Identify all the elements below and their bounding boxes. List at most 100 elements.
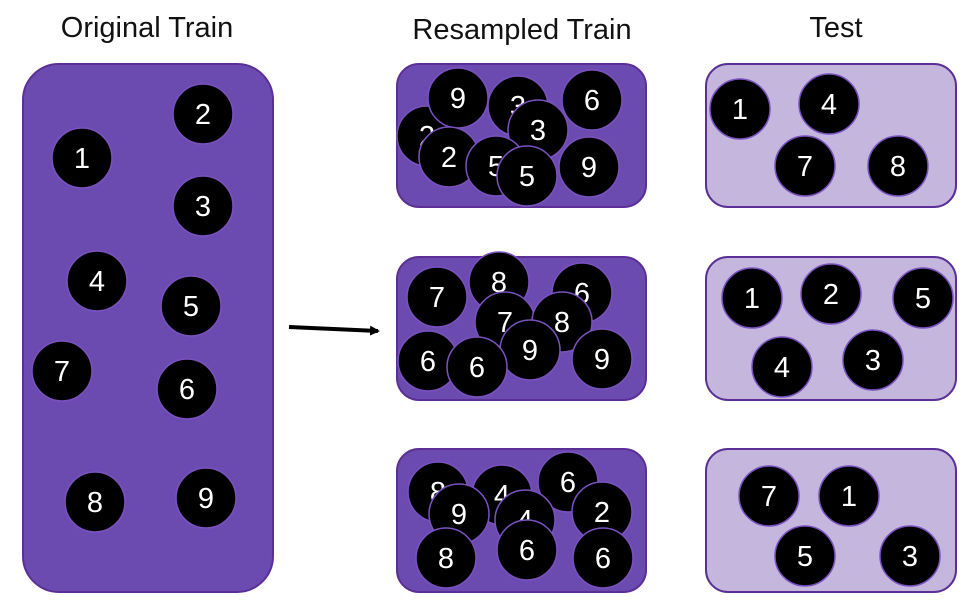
ball-label: 8 — [890, 151, 906, 183]
resampled-2-ball-9: 9 — [499, 319, 561, 381]
ball-label: 9 — [581, 152, 597, 184]
original-ball-1: 1 — [51, 127, 113, 189]
resampled-2-ball-6: 6 — [446, 336, 508, 398]
resampled-1-ball-9: 9 — [558, 136, 620, 198]
ball-circle — [31, 340, 93, 402]
ball-label: 9 — [522, 335, 538, 367]
ball-label: 2 — [594, 497, 610, 529]
ball-label: 5 — [797, 541, 813, 573]
ball-circle — [51, 127, 113, 189]
ball-label: 5 — [519, 161, 535, 193]
test-3-ball-3: 3 — [879, 525, 941, 587]
ball-label: 7 — [429, 282, 445, 314]
test-1-ball-7: 7 — [774, 135, 836, 197]
ball-label: 1 — [841, 481, 857, 513]
ball-circle — [160, 275, 222, 337]
ball-circle — [774, 525, 836, 587]
ball-label: 4 — [821, 89, 837, 121]
original-ball-6: 6 — [156, 358, 218, 420]
ball-circle — [175, 467, 237, 529]
ball-circle — [415, 527, 477, 589]
test-2-ball-2: 2 — [800, 263, 862, 325]
ball-label: 8 — [491, 267, 507, 299]
resampled-1-ball-3: 3 — [507, 99, 569, 161]
ball-circle — [406, 266, 468, 328]
ball-circle — [842, 329, 904, 391]
ball-circle — [496, 145, 558, 207]
original-ball-8: 8 — [64, 471, 126, 533]
test-1-ball-1: 1 — [709, 78, 771, 140]
ball-circle — [172, 83, 234, 145]
ball-label: 7 — [797, 151, 813, 183]
ball-label: 2 — [441, 142, 457, 174]
ball-circle — [561, 69, 623, 131]
ball-label: 6 — [595, 543, 611, 575]
ball-label: 2 — [823, 279, 839, 311]
ball-circle — [156, 358, 218, 420]
ball-label: 8 — [438, 543, 454, 575]
original-ball-2: 2 — [172, 83, 234, 145]
ball-circle — [800, 263, 862, 325]
resampled-2-ball-7: 7 — [406, 266, 468, 328]
resampled-3-ball-6: 6 — [572, 527, 634, 589]
original-train-heading: Original Train — [61, 12, 233, 44]
ball-label: 9 — [594, 344, 610, 376]
ball-circle — [64, 471, 126, 533]
ball-label: 9 — [451, 499, 467, 531]
ball-circle — [721, 267, 783, 329]
ball-label: 6 — [584, 85, 600, 117]
test-2-ball-5: 5 — [892, 267, 954, 329]
original-ball-5: 5 — [160, 275, 222, 337]
test-2-ball-3: 3 — [842, 329, 904, 391]
test-2-ball-1: 1 — [721, 267, 783, 329]
test-1-ball-8: 8 — [867, 135, 929, 197]
test-3-ball-7: 7 — [738, 465, 800, 527]
ball-circle — [496, 519, 558, 581]
ball-label: 6 — [519, 535, 535, 567]
resampled-2-ball-9: 9 — [571, 328, 633, 390]
original-ball-4: 4 — [66, 250, 128, 312]
resampled-3-ball-6: 6 — [496, 519, 558, 581]
ball-circle — [892, 267, 954, 329]
ball-label: 6 — [469, 352, 485, 384]
test-3-ball-1: 1 — [818, 465, 880, 527]
ball-label: 3 — [902, 541, 918, 573]
ball-circle — [879, 525, 941, 587]
ball-label: 3 — [865, 345, 881, 377]
ball-label: 3 — [195, 191, 211, 223]
ball-circle — [774, 135, 836, 197]
original-ball-3: 3 — [172, 175, 234, 237]
ball-label: 6 — [179, 374, 195, 406]
resampled-1-ball-2: 2 — [418, 126, 480, 188]
ball-label: 5 — [915, 283, 931, 315]
ball-circle — [66, 250, 128, 312]
ball-circle — [818, 465, 880, 527]
ball-circle — [571, 328, 633, 390]
resampled-1-ball-9: 9 — [427, 67, 489, 129]
ball-label: 4 — [89, 266, 105, 298]
test-2-ball-4: 4 — [751, 336, 813, 398]
ball-label: 8 — [554, 307, 570, 339]
ball-circle — [709, 78, 771, 140]
ball-label: 9 — [450, 83, 466, 115]
ball-label: 1 — [744, 283, 760, 315]
ball-circle — [867, 135, 929, 197]
original-ball-9: 9 — [175, 467, 237, 529]
resampled-train-heading: Resampled Train — [412, 14, 631, 46]
ball-label: 1 — [732, 94, 748, 126]
resample-arrow — [288, 325, 380, 336]
resampled-1-ball-6: 6 — [561, 69, 623, 131]
ball-label: 7 — [761, 481, 777, 513]
ball-label: 6 — [560, 467, 576, 499]
ball-label: 6 — [420, 346, 436, 378]
ball-circle — [738, 465, 800, 527]
test-1-ball-4: 4 — [798, 73, 860, 135]
ball-label: 5 — [183, 291, 199, 323]
ball-circle — [751, 336, 813, 398]
ball-label: 1 — [74, 143, 90, 175]
test-heading: Test — [809, 12, 862, 44]
ball-label: 4 — [774, 352, 790, 384]
ball-circle — [172, 175, 234, 237]
ball-circle — [558, 136, 620, 198]
ball-label: 3 — [530, 115, 546, 147]
